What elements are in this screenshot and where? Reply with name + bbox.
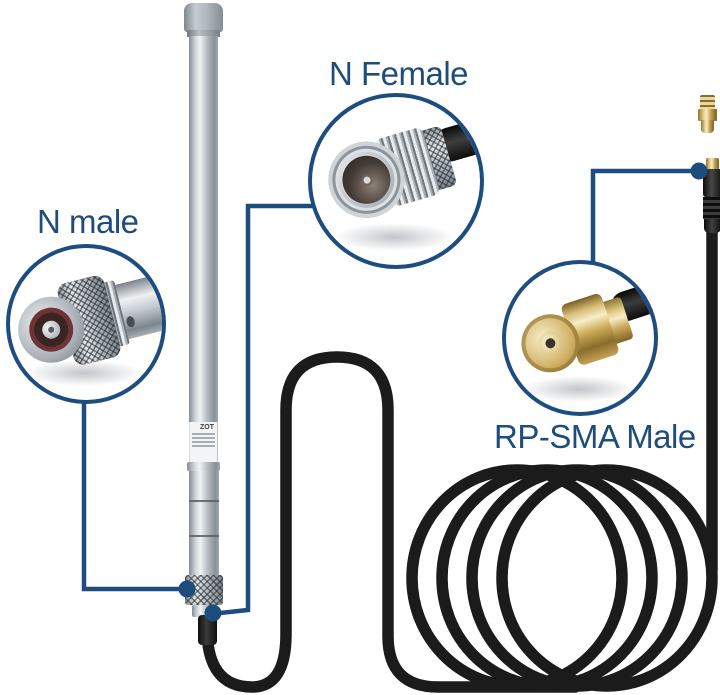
antenna-body-groove xyxy=(189,500,219,502)
leader-dot-n-male xyxy=(178,580,196,598)
cable-end-connector-ribs xyxy=(703,197,720,219)
leader-dot-rp-sma xyxy=(690,162,708,180)
antenna-rod xyxy=(189,36,218,422)
leader-line-n-female xyxy=(219,203,314,616)
cable-coil-loop xyxy=(496,464,718,692)
antenna-flange xyxy=(187,462,220,471)
antenna-cap-lip xyxy=(187,30,220,37)
callout-circle-rp-sma xyxy=(502,260,658,416)
antenna-spec-label-title: ZOT xyxy=(200,424,214,431)
cable-end-connector-taper xyxy=(704,219,720,233)
spec-text-line xyxy=(192,433,215,435)
spec-text-line xyxy=(192,445,215,447)
antenna-body-groove xyxy=(189,535,219,537)
spec-text-line xyxy=(192,441,215,443)
connector-shadow xyxy=(524,376,634,402)
connector-shadow xyxy=(334,223,454,251)
spec-text-line xyxy=(192,437,215,439)
leader-line-rp-sma xyxy=(590,168,693,263)
callout-circle-n-female xyxy=(308,93,484,269)
sma-adapter-thread xyxy=(700,95,715,110)
cable-strain-relief-boot xyxy=(198,615,217,645)
leader-dot-n-female xyxy=(204,604,222,622)
leader-line-n-male xyxy=(81,402,182,592)
rp-sma-gold-tip xyxy=(706,158,719,170)
antenna-lower-body xyxy=(189,471,219,575)
sma-adapter-hex-nut xyxy=(698,109,717,121)
rp-sma-male-label: RP-SMA Male xyxy=(494,418,696,455)
cable-pigtail-u-path xyxy=(201,351,581,693)
antenna-cap xyxy=(184,3,223,32)
sma-adapter-tip xyxy=(701,120,714,133)
n-female-label: N Female xyxy=(329,55,469,92)
cable-end-connector-body xyxy=(703,169,720,197)
antenna-spec-label: ZOT xyxy=(189,422,218,462)
n-male-label: N male xyxy=(37,203,139,240)
